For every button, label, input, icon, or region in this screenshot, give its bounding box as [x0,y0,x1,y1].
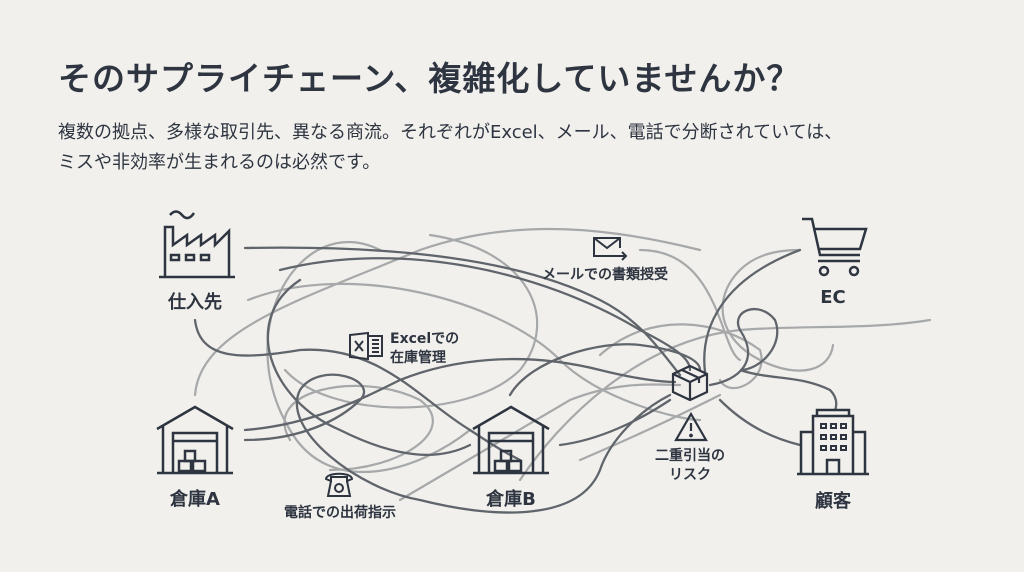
node-label: EC [820,287,846,308]
page-title: そのサプライチェーン、複雑化していませんか？ [58,59,801,98]
subtitle-line-2: ミスや非効率が生まれるのは必然です。 [58,152,381,173]
excel-note: Excelでの 在庫管理 [390,330,459,368]
node-label: 倉庫A [170,489,220,510]
node-label: 仕入先 [168,292,222,313]
package-box-icon [671,364,709,402]
risk-note: 二重引当の リスク [640,447,740,485]
node-ec: EC [790,215,876,308]
warehouse-icon [472,405,550,475]
office-building-icon [797,408,869,476]
node-label: 倉庫B [486,489,536,510]
email-note: メールでの書類授受 [542,267,668,283]
node-warehouse-b: 倉庫B [466,405,556,511]
telephone-icon [324,472,354,497]
node-supplier: 仕入先 [150,205,240,314]
node-customer: 顧客 [790,408,876,513]
email-send-icon [593,237,628,261]
risk-line-1: 二重引当の [655,448,725,464]
phone-note: 電話での出荷指示 [284,505,396,521]
subtitle-line-1: 複数の拠点、多様な取引先、異なる商流。それぞれがExcel、メール、電話で分断さ… [58,122,843,143]
warehouse-icon [156,405,234,475]
node-label: 顧客 [815,491,851,512]
factory-icon [159,210,235,279]
excel-line-1: Excelでの [390,331,460,347]
warning-icon [674,412,708,442]
risk-line-2: リスク [669,467,711,483]
excel-line-2: 在庫管理 [390,350,446,366]
node-warehouse-a: 倉庫A [150,405,240,511]
excel-spreadsheet-icon [349,331,383,361]
shopping-cart-icon [802,217,868,277]
